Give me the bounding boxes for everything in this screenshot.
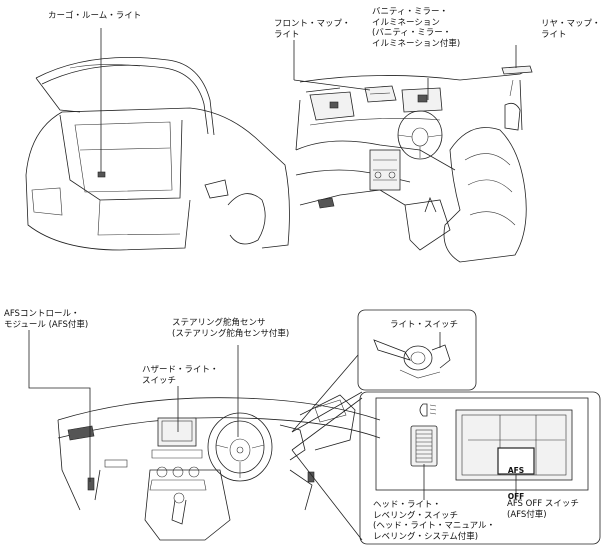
leveling-switch-inset xyxy=(359,391,601,545)
cargo-car-illustration xyxy=(25,56,290,251)
label-headlight-leveling-switch: ヘッド・ライト・ レベリング・スイッチ (ヘッド・ライト・マニュアル・ レベリン… xyxy=(373,500,496,542)
label-front-map-light: フロント・マップ・ ライト xyxy=(274,19,351,40)
label-light-switch: ライト・スイッチ xyxy=(390,320,459,330)
leveling-callout-a xyxy=(291,397,363,451)
label-afs-off-switch: AFS OFF スイッチ (AFS付車) xyxy=(507,499,579,520)
light-switch-callout-a xyxy=(291,354,359,433)
afs-module-leader xyxy=(28,330,91,482)
afs-line: AFS xyxy=(507,466,525,475)
label-vanity-mirror-illumination: バニティ・ミラー・ イルミネーション (バニティ・ミラー・ イルミネーション付車… xyxy=(372,7,461,49)
label-rear-map-light: リヤ・マップ・ ライト xyxy=(541,19,601,40)
label-steering-angle-sensor: ステアリング舵角センサ (ステアリング舵角センサ付車) xyxy=(172,318,290,339)
label-hazard-light-switch: ハザード・ライト・ スイッチ xyxy=(142,365,219,386)
light-switch-callout-b xyxy=(291,391,363,433)
cabin-illustration xyxy=(295,65,533,263)
label-afs-control-module: AFSコントロール・ モジュール (AFS付車) xyxy=(4,309,89,330)
off-line: OFF xyxy=(507,491,525,501)
front-map-leader-b xyxy=(293,79,371,91)
label-cargo-room-light: カーゴ・ルーム・ライト xyxy=(48,11,142,21)
dashboard-illustration xyxy=(57,394,381,541)
afs-off-button-text: AFS OFF xyxy=(504,450,528,510)
leveling-callout-b xyxy=(291,449,363,541)
light-switch-inset xyxy=(357,309,477,391)
